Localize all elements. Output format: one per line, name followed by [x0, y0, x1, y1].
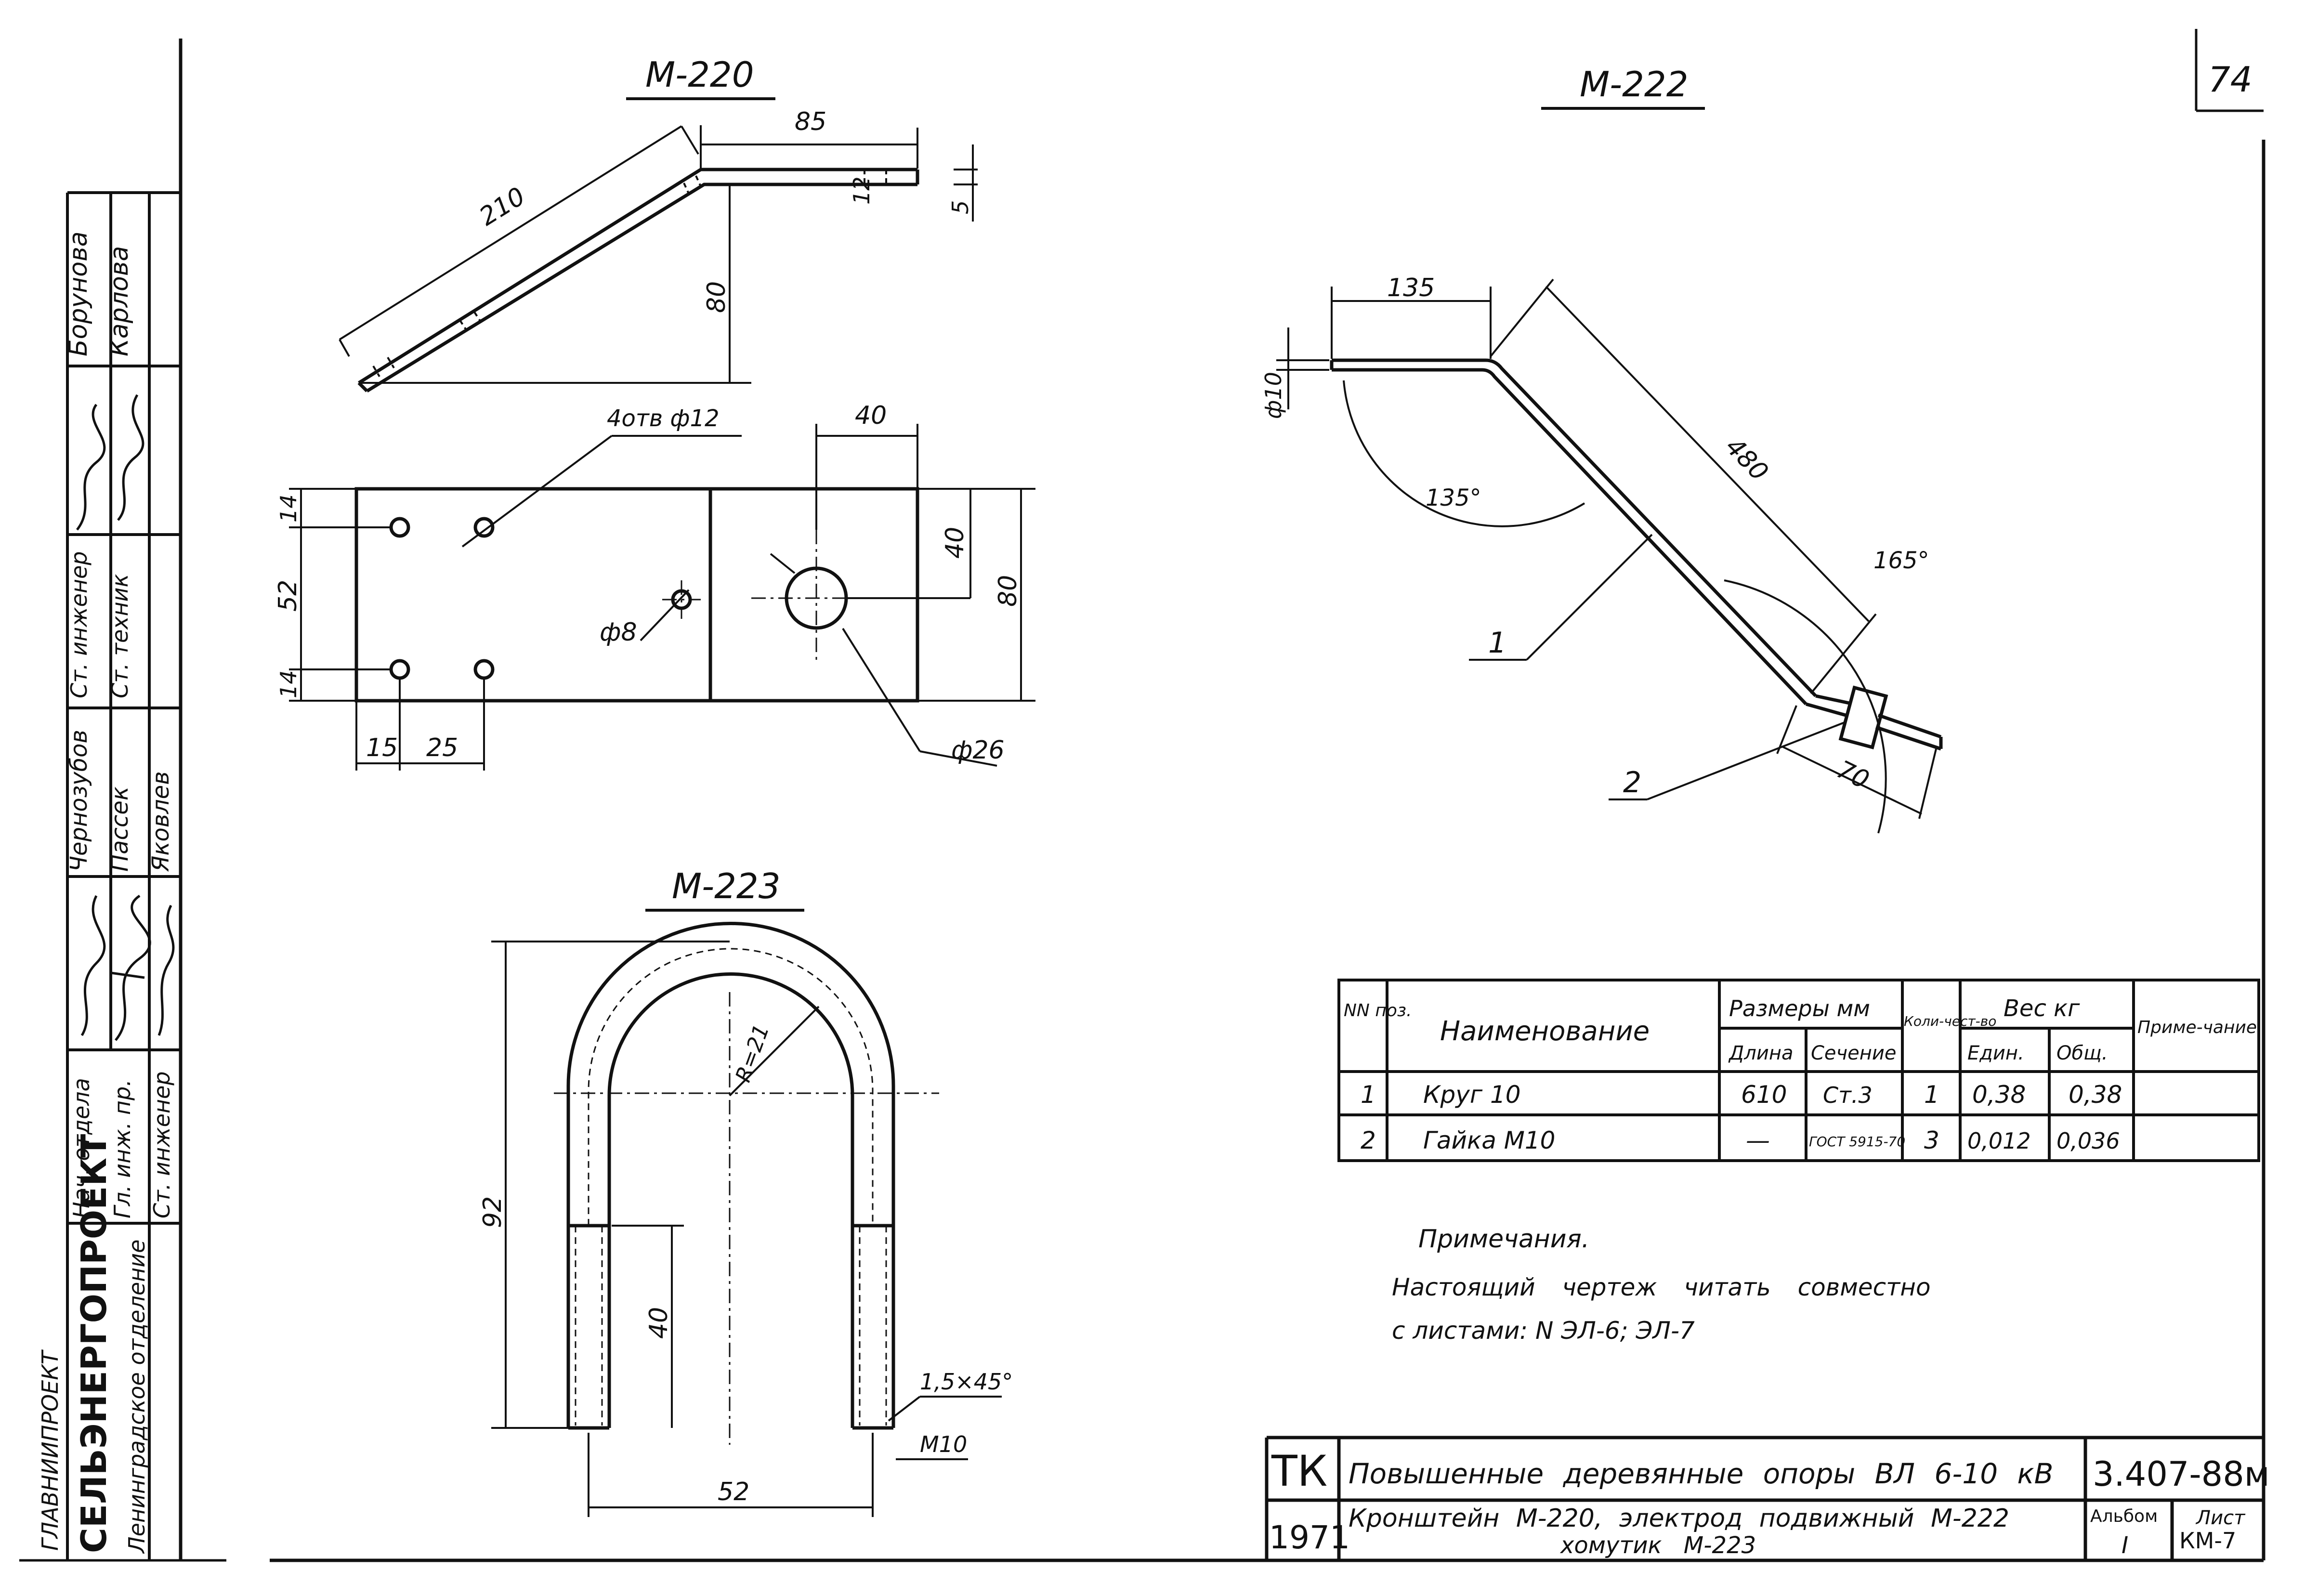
m222-angle-165: 165° — [1873, 547, 1929, 574]
row1-qty: 1 — [1924, 1081, 1939, 1109]
row1-name: Круг 10 — [1423, 1081, 1521, 1109]
row2-total: 0,036 — [2056, 1128, 2120, 1154]
th-weight: Вес кг — [2004, 995, 2080, 1022]
m222-pos-1: 1 — [1488, 626, 1506, 660]
row1-pos: 1 — [1361, 1081, 1376, 1109]
m220-dim-40-top: 40 — [855, 401, 887, 430]
m220-dim-210: 210 — [474, 182, 530, 232]
tb-code: 3.407-88м — [2093, 1454, 2270, 1494]
tb-sheet-title-2: хомутик М-223 — [1559, 1532, 1756, 1559]
table-row: 2 Гайка М10 — ГОСТ 5915-70 3 0,012 0,036 — [1361, 1126, 2120, 1154]
m220-dim-80: 80 — [702, 281, 731, 313]
drawing-m223: М-223 — [478, 866, 1013, 1517]
row1-section: Ст.3 — [1823, 1082, 1873, 1108]
row2-name: Гайка М10 — [1423, 1126, 1556, 1154]
m220-dim-d26: ф26 — [951, 736, 1005, 765]
tb-album-label: Альбом — [2090, 1506, 2158, 1526]
m223-title: М-223 — [672, 866, 781, 906]
stamp-role-st-inzhener: Ст. инженер — [149, 1072, 175, 1218]
m223-dim-92: 92 — [478, 1196, 507, 1228]
tb-sheet-label: Лист — [2195, 1507, 2246, 1529]
m222-dim-480: 480 — [1720, 432, 1774, 486]
table-row: 1 Круг 10 610 Ст.3 1 0,38 0,38 — [1361, 1081, 2122, 1109]
drawing-m220: М-220 — [274, 54, 1035, 771]
title-block: ТК 1971 Повышенные деревянные опоры ВЛ 6… — [1265, 1436, 2270, 1560]
m220-dim-40-right: 40 — [941, 527, 969, 559]
m222-angle-135: 135° — [1426, 484, 1481, 511]
m222-dim-135: 135 — [1387, 274, 1435, 302]
row2-section: ГОСТ 5915-70 — [1809, 1134, 1905, 1150]
notes-line-1: Настоящий чертеж читать совместно — [1392, 1273, 1931, 1301]
row2-length: — — [1746, 1126, 1770, 1154]
stamp-name-yakovlev: Яковлев — [147, 772, 174, 873]
notes: Примечания. Настоящий чертеж читать совм… — [1392, 1225, 1931, 1345]
m222-pos-2: 2 — [1623, 766, 1641, 799]
th-sizes: Размеры мм — [1729, 995, 1870, 1021]
m223-dim-40: 40 — [644, 1307, 673, 1339]
stamp-role-st-inzhener-b: Ст. инженер — [66, 551, 92, 698]
m220-dim-14a: 14 — [275, 494, 301, 523]
stamp-role-nach-otdela: Нач. отдела — [68, 1078, 94, 1218]
stamp-org-glavniiproekt: ГЛАВНИИПРОЕКТ — [37, 1349, 63, 1551]
stamp-org-leningrad: Ленинградское отделение — [124, 1240, 150, 1554]
m220-dim-d8: ф8 — [600, 618, 637, 647]
m220-dim-80-right: 80 — [994, 575, 1022, 607]
spec-table: NN поз. Наименование Размеры мм Длина Се… — [1337, 979, 2260, 1162]
m223-chamfer: 1,5×45° — [920, 1369, 1013, 1395]
th-length: Длина — [1728, 1042, 1793, 1064]
th-qty: Коли-чест-во — [1904, 1013, 1996, 1029]
th-name: Наименование — [1440, 1016, 1650, 1047]
m223-dim-52: 52 — [718, 1478, 749, 1506]
row1-total: 0,38 — [2069, 1081, 2122, 1109]
stamp-role-gl-inzh: Гл. инж. пр. — [109, 1079, 135, 1218]
m222-dim-70: 70 — [1832, 755, 1873, 795]
stamp-signatures — [76, 394, 175, 1041]
m220-dim-15: 15 — [366, 733, 398, 762]
tb-tk: ТК — [1271, 1446, 1327, 1496]
row2-pos: 2 — [1361, 1126, 1376, 1154]
tb-project-title: Повышенные деревянные опоры ВЛ 6-10 кВ — [1349, 1457, 2053, 1490]
row1-length: 610 — [1741, 1081, 1787, 1109]
row2-qty: 3 — [1924, 1126, 1939, 1154]
m220-dim-52: 52 — [274, 580, 302, 612]
m220-dim-5: 5 — [947, 200, 973, 214]
m220-holes-label: 4отв ф12 — [607, 405, 720, 432]
row2-unit: 0,012 — [1967, 1128, 2031, 1154]
stamp-name-chernozubov: Чернозубов — [65, 730, 92, 872]
notes-line-2: с листами: N ЭЛ-6; ЭЛ-7 — [1392, 1317, 1695, 1345]
stamp-name-passek: Пассек — [106, 786, 133, 872]
sheet-number: 74 — [2208, 59, 2253, 100]
stamp-name-borunova: Борунова — [64, 231, 93, 356]
row1-unit: 0,38 — [1972, 1081, 2026, 1109]
stamp-org-selenergoproekt: СЕЛЬЭНЕРГОПРОЕКТ — [74, 1134, 114, 1553]
stamp-role-st-tehnik: Ст. техник — [107, 574, 133, 698]
side-stamp: Борунова Карлова Ст. инженер Ст. техник … — [37, 191, 182, 1560]
m220-dim-85: 85 — [795, 107, 826, 136]
th-total: Общ. — [2056, 1042, 2108, 1064]
th-note: Приме-чание — [2137, 1018, 2257, 1037]
notes-title: Примечания. — [1418, 1225, 1589, 1254]
th-unit: Един. — [1967, 1042, 2024, 1064]
stamp-name-karlova: Карлова — [105, 246, 134, 356]
m220-dim-12: 12 — [849, 176, 875, 205]
m222-title: М-222 — [1580, 64, 1689, 105]
m222-dim-d10: ф10 — [1260, 372, 1286, 419]
th-pos: NN поз. — [1344, 1001, 1412, 1020]
m223-thread: М10 — [920, 1431, 967, 1457]
m220-title: М-220 — [645, 54, 754, 95]
tb-sheet-value: КМ-7 — [2179, 1528, 2236, 1554]
m220-dim-14b: 14 — [275, 670, 301, 698]
m220-dim-25: 25 — [426, 733, 458, 762]
th-section: Сечение — [1811, 1042, 1897, 1064]
m223-dim-r21: R=21 — [731, 1021, 774, 1085]
sheet-frame — [19, 29, 2266, 1562]
tb-sheet-title-1: Кронштейн М-220, электрод подвижный М-22… — [1349, 1504, 2009, 1533]
tb-year: 1971 — [1269, 1519, 1350, 1556]
tb-album-value: I — [2122, 1532, 2128, 1559]
drawing-m222: М-222 — [1260, 64, 1943, 834]
